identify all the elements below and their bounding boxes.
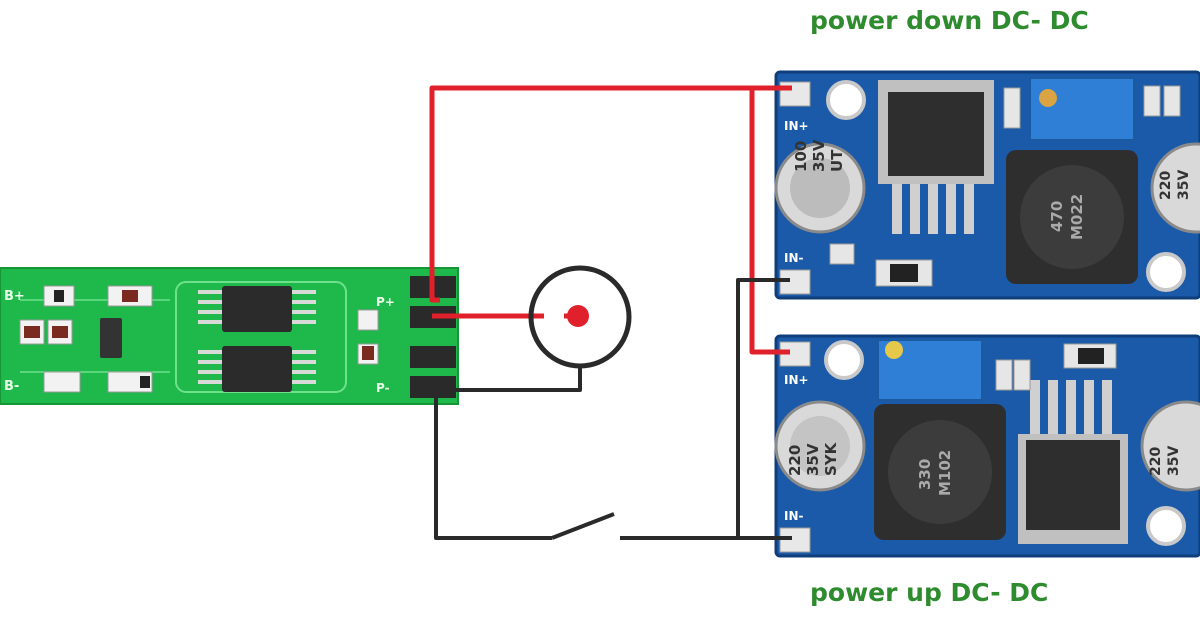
bottom-cap-text-2: 35V	[804, 443, 822, 476]
top-module-label: power down DC- DC	[810, 6, 1089, 35]
bms-board: B+ B- P+ P-	[0, 267, 459, 405]
bottom-inductor-text-2: M102	[936, 450, 954, 496]
bms-pad-4	[410, 376, 456, 398]
top-inductor-text-1: 470	[1048, 201, 1066, 232]
bottom-cap-text-3: SYK	[822, 441, 840, 476]
bottom-cap-text-1: 220	[786, 445, 804, 476]
top-cap-text-2: 35V	[810, 139, 828, 172]
bottom-cap-right-text-2: 35V	[1166, 446, 1182, 476]
top-potentiometer	[1029, 77, 1135, 141]
bms-ic-top	[198, 286, 316, 332]
bottom-potentiometer	[877, 339, 983, 401]
top-cap-text-3: UT	[828, 149, 846, 172]
dc-jack-icon	[528, 265, 632, 369]
top-in-plus-label: IN+	[784, 119, 809, 133]
top-in-minus-label: IN-	[784, 251, 804, 265]
switch-icon	[551, 512, 615, 540]
top-cap-right-text-2: 35V	[1176, 170, 1192, 200]
bottom-module-label: power up DC- DC	[810, 578, 1049, 607]
top-dcdc-module: IN+ IN- 100 35V UT 470 M022	[774, 70, 1200, 300]
bottom-dcdc-module: IN+ IN- 220 35V SYK 330 M102	[774, 334, 1200, 558]
bottom-in-plus-label: IN+	[784, 373, 809, 387]
bottom-cap-right-text-1: 220	[1148, 447, 1164, 476]
bms-pad-3	[410, 346, 456, 368]
bottom-inductor: 330 M102	[874, 404, 1006, 540]
top-regulator-ic	[878, 80, 994, 234]
bottom-inductor-text-1: 330	[916, 459, 934, 490]
bms-p-plus-label: P+	[376, 295, 395, 309]
top-inductor-text-2: M022	[1068, 194, 1086, 240]
bms-p-minus-label: P-	[376, 381, 390, 395]
top-capacitor-right: 220 35V	[1150, 142, 1200, 234]
top-cap-right-text-1: 220	[1158, 171, 1174, 200]
bottom-regulator-ic	[1018, 380, 1128, 544]
bottom-capacitor-left: 220 35V SYK	[774, 400, 866, 492]
bms-ic-bottom	[198, 346, 316, 392]
bms-small-ic	[100, 318, 122, 358]
negative-wire	[434, 278, 792, 540]
bms-b-plus-label: B+	[4, 289, 25, 304]
bms-b-minus-label: B-	[4, 379, 19, 394]
bottom-capacitor-right: 220 35V	[1140, 400, 1200, 492]
bottom-in-minus-label: IN-	[784, 509, 804, 523]
top-capacitor-left: 100 35V UT	[774, 139, 866, 234]
top-cap-text-1: 100	[792, 141, 810, 172]
top-inductor: 470 M022	[1006, 150, 1138, 284]
